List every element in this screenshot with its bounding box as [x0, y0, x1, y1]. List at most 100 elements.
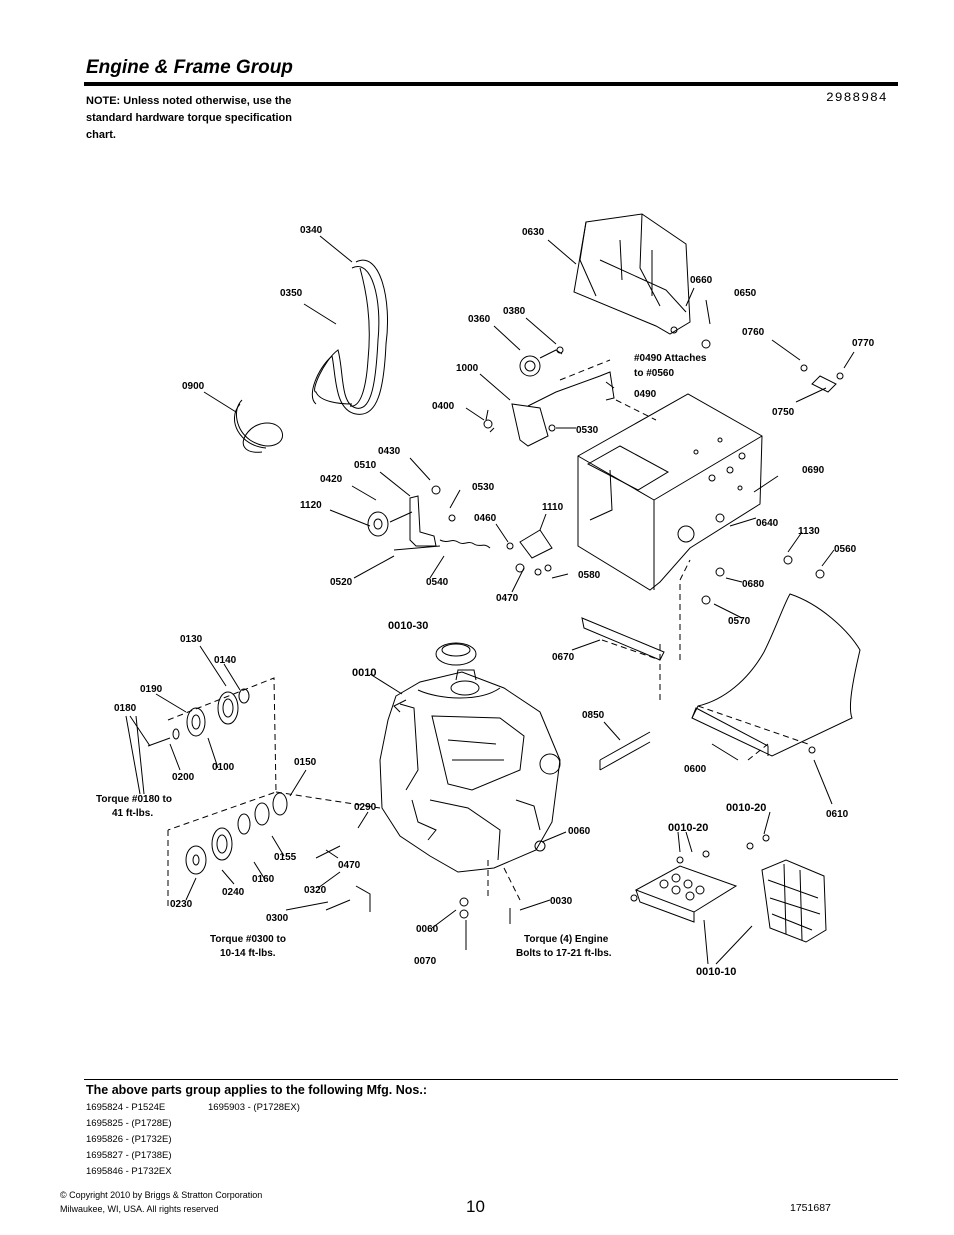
copyright-line: © Copyright 2010 by Briggs & Stratton Co…	[60, 1190, 263, 1200]
callout: 1120	[300, 500, 322, 511]
callout: 0680	[742, 579, 765, 590]
belt-0340	[314, 266, 380, 409]
torque-note: NOTE: Unless noted otherwise, use the st…	[86, 95, 292, 141]
callout: 0320	[304, 885, 327, 896]
muffler-guard	[761, 859, 827, 943]
torque-note: 10-14 ft-lbs.	[220, 948, 276, 959]
belt-0350	[349, 267, 370, 407]
bracket-1000	[511, 403, 549, 447]
callout: 0010-20	[726, 802, 766, 814]
torque-note: Torque #0180 to	[96, 794, 172, 805]
callout: 0570	[728, 616, 751, 627]
callout: 0010-10	[696, 966, 736, 978]
applies-heading: The above parts group applies to the fol…	[86, 1083, 427, 1097]
page-number: 10	[466, 1197, 485, 1216]
belt-cover-0630	[573, 213, 691, 335]
idler-pulley-1120	[367, 511, 389, 537]
callout: 0750	[772, 407, 795, 418]
pulley-0240	[211, 827, 233, 861]
callout: 0400	[432, 401, 455, 412]
footer-rule	[84, 1079, 898, 1080]
callout: 0560	[834, 544, 857, 555]
callout: 0380	[503, 306, 526, 317]
mfg-number: 1695846 - P1732EX	[86, 1166, 172, 1177]
callout: 0420	[320, 474, 343, 485]
callout: 0290	[354, 802, 377, 813]
callout: 0200	[172, 772, 195, 783]
callout: 0660	[690, 275, 713, 286]
callout: 0100	[212, 762, 235, 773]
torque-note: 41 ft-lbs.	[112, 808, 153, 819]
callout: 0140	[214, 655, 237, 666]
callout: 0760	[742, 327, 765, 338]
callout: 0520	[330, 577, 353, 588]
callout: 0460	[474, 513, 497, 524]
callout: 0130	[180, 634, 203, 645]
pulley-0150	[272, 792, 288, 816]
spring-0540	[439, 539, 491, 549]
bracket-1110	[519, 529, 553, 559]
callout: 0155	[274, 852, 297, 863]
heat-shield-0010	[634, 865, 738, 913]
callout: 0010	[352, 667, 376, 679]
rod-0850	[599, 731, 651, 771]
wire-harness-0900	[235, 399, 284, 453]
mfg-number: 1695903 - (P1728EX)	[208, 1102, 300, 1113]
idler-arm-0510	[409, 495, 437, 547]
drawing-number: 2988984	[826, 90, 888, 105]
callout: 0630	[522, 227, 545, 238]
fuel-cap-0010-30	[435, 642, 477, 666]
callout: 0010-20	[668, 822, 708, 834]
washer-0230	[185, 845, 207, 875]
mfg-number: 1695826 - (P1732E)	[86, 1134, 172, 1145]
mfg-number: 1695824 - P1524E	[86, 1102, 166, 1113]
copyright-line: Milwaukee, WI, USA. All rights reserved	[60, 1204, 219, 1214]
callout: 0300	[266, 913, 289, 924]
mfg-number: 1695827 - (P1738E)	[86, 1150, 172, 1161]
copyright: © Copyright 2010 by Briggs & Stratton Co…	[60, 1188, 262, 1216]
shield-0600	[691, 593, 861, 757]
callout: 0540	[426, 577, 449, 588]
callout: 0530	[576, 425, 599, 436]
frame-0690	[577, 393, 763, 591]
callout: 0350	[280, 288, 303, 299]
callout: 0180	[114, 703, 137, 714]
callout: 0850	[582, 710, 605, 721]
callout: 0640	[756, 518, 779, 529]
engine-0010	[379, 671, 561, 873]
callout: 0230	[170, 899, 193, 910]
pulley-0100	[186, 707, 206, 737]
callout: 0150	[294, 757, 317, 768]
callout: 0160	[252, 874, 275, 885]
callout: 0530	[472, 482, 495, 493]
callout: 1110	[542, 502, 564, 513]
callout-note: to #0560	[634, 368, 674, 379]
document-number: 1751687	[790, 1202, 831, 1214]
callout: 0190	[140, 684, 163, 695]
callout: 0060	[416, 924, 439, 935]
torque-note: Torque #0300 to	[210, 934, 286, 945]
callout: 0070	[414, 956, 437, 967]
callout: 0430	[378, 446, 401, 457]
torque-note: Bolts to 17-21 ft-lbs.	[516, 948, 612, 959]
callout: 0060	[568, 826, 591, 837]
callout: 0670	[552, 652, 575, 663]
torque-note: Torque (4) Engine	[524, 934, 609, 945]
callout: 0490	[634, 389, 657, 400]
callout: 0580	[578, 570, 601, 581]
mfg-number: 1695825 - (P1728E)	[86, 1118, 172, 1129]
callout: 0360	[468, 314, 491, 325]
callout: 0030	[550, 896, 573, 907]
page-title: Engine & Frame Group	[86, 57, 293, 78]
callout: 1000	[456, 363, 479, 374]
callout: 0240	[222, 887, 245, 898]
rod-0490	[527, 371, 615, 407]
callout: 0770	[852, 338, 875, 349]
callout: 0900	[182, 381, 205, 392]
callout: 0470	[496, 593, 519, 604]
callout-note: #0490 Attaches	[634, 353, 707, 364]
callout: 0510	[354, 460, 377, 471]
callout: 0610	[826, 809, 849, 820]
callout: 0340	[300, 225, 323, 236]
